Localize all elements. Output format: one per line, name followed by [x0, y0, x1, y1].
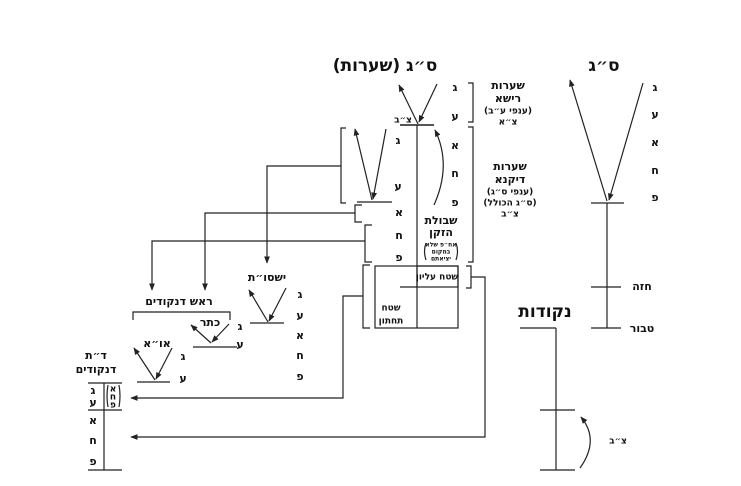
letter: ג	[181, 350, 186, 363]
text: צ״ב	[501, 210, 519, 220]
lower-area-label: שטח	[381, 304, 400, 314]
letter: פ	[89, 455, 96, 468]
letter: ג	[396, 134, 401, 147]
yeshsut-label: ישסו״ת	[248, 271, 286, 284]
letter: ג	[91, 384, 96, 397]
rosh-nekudim-label: ראש דנקודים	[145, 295, 213, 308]
text: שערות	[493, 160, 527, 173]
letter: ח	[651, 164, 659, 177]
chaze-label: חזה	[632, 280, 652, 293]
letter: א	[110, 385, 117, 395]
text: אח״פ שלא	[425, 242, 456, 249]
shibolet-hazakan: שבולת הזקן אח״פ שלא במקום יציאתם	[423, 214, 459, 263]
seearot-dikna-label: שערות דיקנא (ענפי ס״ג) (ס״ג הכולל) צ״ב	[483, 160, 536, 220]
title-sag-hair: ס״ג (שערות)	[333, 56, 438, 76]
text: (ענפי ס״ג)	[487, 188, 534, 198]
hair-column-lines	[340, 82, 474, 329]
text: רישא	[495, 92, 521, 105]
letter: ח	[110, 393, 116, 403]
letter: פ	[451, 196, 458, 209]
yeshsut-lines	[248, 287, 287, 324]
seearot-reisha-label: שערות רישא (ענפי ע״ב) צ״א	[484, 79, 532, 128]
text: שבולת	[425, 214, 459, 227]
zat-nekudim-lines	[88, 382, 122, 471]
lower-area-label: תחתון	[379, 317, 404, 327]
text: הזקן	[429, 226, 453, 239]
zat-nekudim-label: דנקודים	[76, 363, 117, 376]
letter: ע	[394, 180, 401, 193]
letter: א	[89, 414, 97, 427]
rosh-nekudim-bracket	[132, 311, 231, 320]
text: צ״א	[499, 118, 518, 128]
title-nekudot: נקודות	[518, 302, 572, 322]
letter: ע	[236, 338, 243, 351]
letter: ח	[395, 229, 403, 242]
letter: ע	[651, 108, 658, 121]
text: (ס״ג הכולל)	[483, 199, 536, 209]
text: שערות	[491, 79, 525, 92]
letter: ח	[89, 434, 97, 447]
letter: א	[395, 206, 403, 219]
letter: ע	[296, 309, 303, 322]
tabur-label: טבור	[630, 322, 655, 335]
letter: ג	[238, 320, 243, 333]
nekudot-zab-label: צ״ב	[609, 437, 627, 447]
letter: א	[651, 136, 659, 149]
letter: א	[451, 139, 459, 152]
letter: פ	[651, 191, 658, 204]
letter: ח	[451, 167, 459, 180]
letter: א	[296, 329, 304, 342]
connector-arrows	[130, 165, 486, 440]
upper-area-label: שטח עליון	[416, 273, 459, 283]
letter: פ	[395, 251, 402, 264]
keter-label: כתר	[200, 316, 220, 329]
title-sag: ס״ג	[588, 56, 619, 76]
letter: ע	[179, 372, 186, 385]
letter: ג	[453, 81, 458, 94]
nekudot-lines	[520, 327, 591, 471]
text: (ענפי ע״ב)	[484, 107, 532, 117]
letter: ע	[451, 110, 458, 123]
sag-right-lines	[569, 79, 644, 329]
letter: ע	[89, 396, 96, 409]
zat-nekudim-label: ד״ת	[85, 349, 107, 362]
letter: ח	[296, 349, 304, 362]
letter: ג	[653, 81, 658, 94]
letter: פ	[296, 370, 303, 383]
hair-column-letters: ג ע א ח פ	[451, 81, 459, 209]
letter: פ	[110, 401, 116, 411]
text: יציאתם	[431, 256, 451, 263]
keter-lines	[190, 323, 237, 348]
letter: ג	[298, 288, 303, 301]
text: דיקנא	[495, 173, 526, 186]
zab-label: צ״ב	[394, 116, 412, 126]
text: במקום	[432, 249, 451, 256]
aba-ima-label: או״א	[143, 337, 171, 350]
aba-ima-lines	[133, 347, 173, 383]
